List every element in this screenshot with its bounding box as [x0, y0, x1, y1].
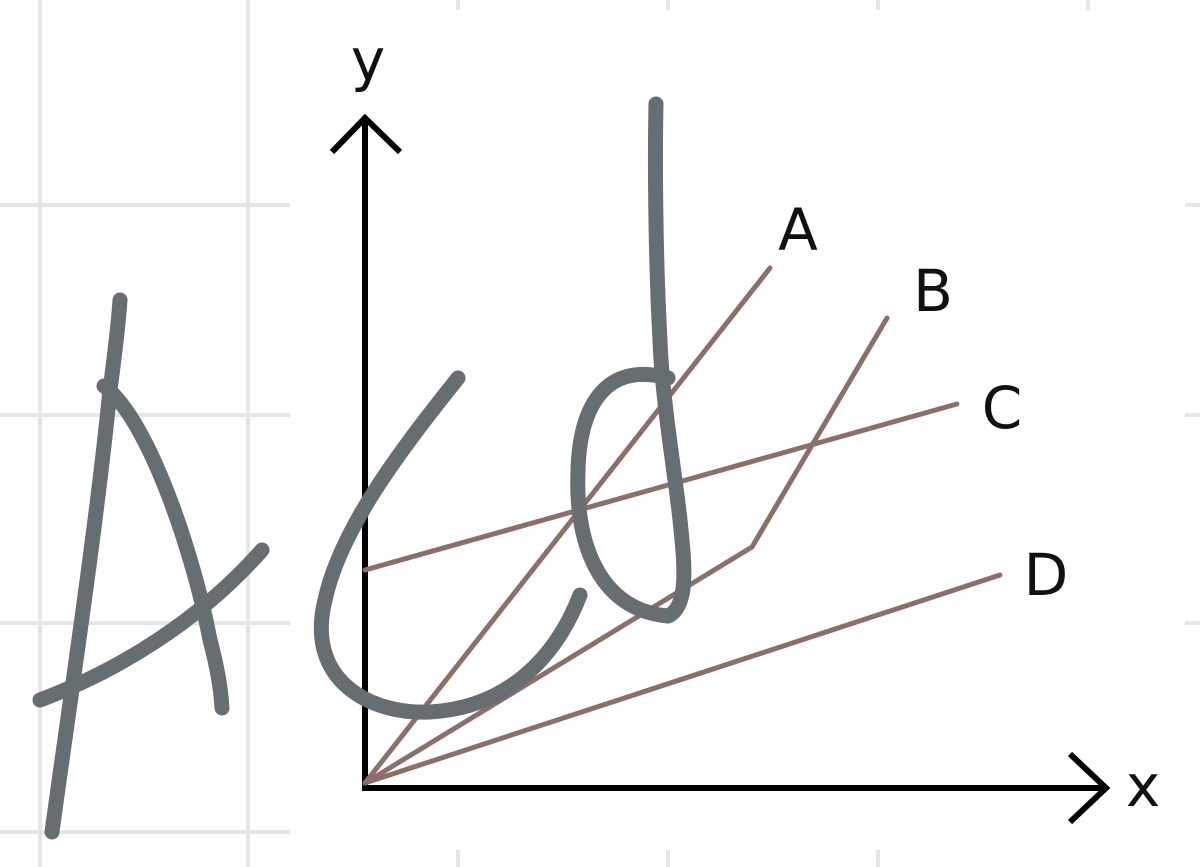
series-lines: A B C D — [362, 196, 1069, 786]
y-axis-label: y — [351, 26, 385, 94]
line-a-label: A — [778, 196, 818, 264]
y-axis-arrowhead — [329, 113, 403, 155]
handwritten-d-stroke — [570, 96, 692, 624]
line-c-label: C — [982, 374, 1023, 442]
handwritten-a-stroke — [44, 292, 128, 840]
handwritten-a-stroke — [96, 378, 230, 716]
line-d-label: D — [1024, 541, 1069, 609]
line-b — [362, 315, 890, 786]
x-axis-arrowhead — [1067, 751, 1111, 825]
line-a — [362, 265, 773, 786]
line-b-label: B — [913, 257, 953, 325]
x-axis-label: x — [1126, 752, 1160, 820]
handwritten-a-crossbar — [32, 542, 270, 708]
handwritten-c-stroke — [313, 370, 588, 720]
handwriting-annotation — [32, 96, 692, 840]
line-d — [362, 572, 1003, 786]
line-c — [362, 401, 960, 573]
axes: y x — [329, 26, 1160, 825]
